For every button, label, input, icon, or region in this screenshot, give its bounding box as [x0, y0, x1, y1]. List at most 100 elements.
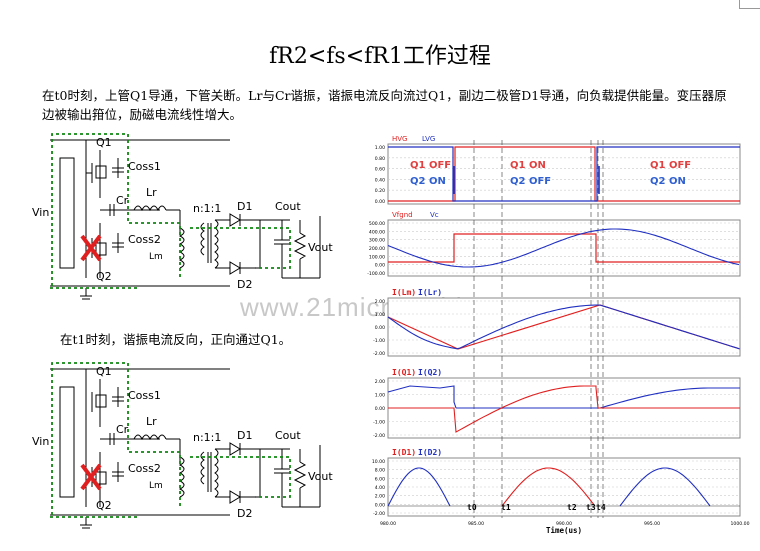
- vin-label-2: Vin: [32, 435, 49, 448]
- series-label: Vc: [430, 211, 439, 219]
- vin-source: [59, 157, 75, 269]
- iq2-wave-c: [599, 387, 740, 409]
- lr-label-2: Lr: [146, 415, 157, 428]
- ilr-wave: [387, 304, 740, 350]
- state-label-bottom: Q2 OFF: [510, 176, 551, 187]
- iq2-wave-a: [387, 385, 457, 409]
- y-tick-label: 300.00: [369, 238, 385, 244]
- y-tick-label: 2.00: [375, 494, 385, 500]
- y-tick-label: 8.00: [375, 468, 385, 474]
- cr-label-2: Cr: [116, 423, 129, 436]
- x-tick-label: 1000.00: [731, 521, 750, 527]
- q2-label-2: Q2: [96, 499, 112, 512]
- state-label-top: Q1 OFF: [410, 160, 451, 171]
- series-label: I(D2): [418, 448, 442, 457]
- time-marker-label: t0: [467, 503, 477, 512]
- coss2-label: Coss2: [128, 233, 161, 246]
- y-tick-label: 100.00: [369, 254, 385, 260]
- y-tick-label: 10.00: [372, 459, 385, 465]
- series-label: HVG: [392, 135, 407, 143]
- vfgnd-wave: [388, 233, 740, 263]
- series-label: LVG: [422, 135, 435, 143]
- x-tick-label: 980.00: [380, 521, 396, 527]
- vc-wave: [387, 228, 740, 268]
- coss1-label-2: Coss1: [128, 389, 161, 402]
- paragraph-t0: 在t0时刻，上管Q1导通，下管关断。Lr与Cr谐振，谐振电流反向流过Q1，副边二…: [42, 88, 727, 122]
- slide-title: fR2<fs<fR1工作过程: [269, 44, 491, 69]
- state-label-top: Q1 ON: [510, 160, 546, 171]
- d2-label-2: D2: [237, 507, 252, 520]
- iq1-wave: [388, 385, 740, 433]
- y-tick-label: 0.20: [375, 188, 385, 194]
- y-tick-label: -2.00: [373, 511, 385, 517]
- id1-wave: [501, 467, 595, 507]
- y-tick-label: 1.00: [375, 145, 385, 151]
- y-tick-label: 0.00: [375, 406, 385, 412]
- x-tick-label: 985.00: [468, 521, 484, 527]
- y-tick-label: 400.00: [369, 229, 385, 235]
- y-tick-label: -2.00: [373, 433, 385, 439]
- y-tick-label: 2.00: [375, 299, 385, 305]
- ratio-label: n:1:1: [193, 202, 221, 215]
- x-axis-label: Time(us): [546, 526, 582, 535]
- hvg-wave: [388, 146, 740, 202]
- lvg-wave: [388, 146, 740, 202]
- scope-waveforms: 1.00 0.80 0.60 0.40 0.20 0.00 HVG LVG 500.00 400.…: [367, 135, 750, 535]
- q1-label-2: Q1: [96, 365, 112, 378]
- cout-label-2: Cout: [275, 429, 301, 442]
- y-tick-label: 0.40: [375, 177, 385, 183]
- x-tick-label: 995.00: [644, 521, 660, 527]
- d2-label: D2: [237, 278, 252, 291]
- series-label: I(Lm): [392, 288, 416, 297]
- d1-label-2: D1: [237, 429, 252, 442]
- y-tick-label: 0.00: [375, 199, 385, 205]
- vin-label: Vin: [32, 206, 49, 219]
- coss2-label-2: Coss2: [128, 462, 161, 475]
- y-tick-label: 0.00: [375, 325, 385, 331]
- x-tick-label: 990.00: [556, 521, 572, 527]
- lm-label: Lm: [149, 252, 163, 262]
- coss1-label: Coss1: [128, 160, 161, 173]
- y-tick-label: 0.60: [375, 167, 385, 173]
- cr-label: Cr: [116, 194, 129, 207]
- y-tick-label: -100.00: [367, 271, 385, 277]
- vout-label-2: Vout: [308, 470, 333, 483]
- id2-wave-a: [387, 467, 451, 507]
- y-tick-label: 1.00: [375, 393, 385, 399]
- series-label: I(Q2): [418, 368, 442, 377]
- series-label: I(D1): [392, 448, 416, 457]
- y-tick-label: 500.00: [369, 221, 385, 227]
- q1-label: Q1: [96, 136, 112, 149]
- state-label-bottom: Q2 ON: [650, 176, 686, 187]
- y-tick-label: 0.00: [375, 263, 385, 269]
- series-label: Vfgnd: [392, 211, 413, 219]
- state-label-bottom: Q2 ON: [410, 176, 446, 187]
- time-marker-label: t4: [596, 503, 606, 512]
- lm-label-2: Lm: [149, 481, 163, 491]
- cout-label: Cout: [275, 200, 301, 213]
- y-tick-label: 2.00: [375, 379, 385, 385]
- y-tick-label: -1.00: [373, 338, 385, 344]
- q2-label: Q2: [96, 270, 112, 283]
- time-marker-label: t1: [501, 503, 511, 512]
- d1-label: D1: [237, 200, 252, 213]
- lr-label: Lr: [146, 186, 157, 199]
- y-tick-label: -1.00: [373, 420, 385, 426]
- time-marker-label: t2: [567, 503, 577, 512]
- y-tick-label: -2.00: [373, 351, 385, 357]
- y-tick-label: 1.00: [375, 312, 385, 318]
- circuit-diagram-1: Vin Q1 Q2 Coss1 Coss2 Cr Lr Lm n:1:1 D1 …: [32, 133, 333, 300]
- series-label: I(Q1): [392, 368, 416, 377]
- y-tick-label: 200.00: [369, 246, 385, 252]
- vout-label: Vout: [308, 241, 333, 254]
- scope-panel-1: [387, 143, 741, 205]
- y-tick-label: 0.00: [375, 502, 385, 508]
- y-tick-label: 4.00: [375, 485, 385, 491]
- circuit-diagram-2: Vin Q1 Q2 Coss1 Coss2 Cr Lr Lm n:1:1 D1 …: [32, 362, 333, 529]
- state-label-top: Q1 OFF: [650, 160, 691, 171]
- y-tick-label: 0.80: [375, 156, 385, 162]
- ratio-label-2: n:1:1: [193, 431, 221, 444]
- window-corner: [739, 0, 760, 9]
- series-label: I(Lr): [418, 288, 442, 297]
- y-tick-label: 6.00: [375, 476, 385, 482]
